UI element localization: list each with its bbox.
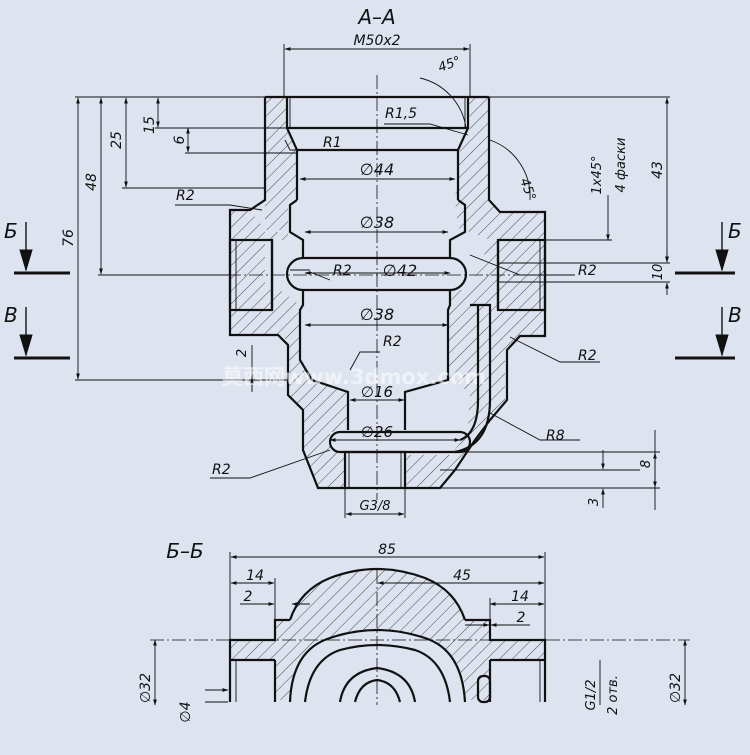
- dim-v48: 48: [84, 173, 100, 191]
- dim-r2-right-lower: R2: [578, 348, 597, 364]
- section-aa-hatch: [230, 97, 545, 488]
- section-bb-centerlines: [150, 570, 690, 705]
- dim-d38-upper: ∅38: [360, 213, 394, 232]
- dim-v6: 6: [172, 135, 188, 144]
- dim-bg12: G1/2: [584, 680, 599, 711]
- dim-v25: 25: [109, 131, 125, 149]
- dim-angle-45-side: 45°: [516, 176, 538, 203]
- section-aa-title: А–А: [356, 5, 395, 29]
- dim-v8: 8: [639, 460, 654, 468]
- dim-b45: 45: [453, 568, 471, 584]
- section-mark-v-right: В: [728, 303, 742, 327]
- dim-d44: ∅44: [360, 160, 394, 179]
- note-chamfer-count: 4 фаски: [614, 138, 629, 193]
- section-bb-title: Б–Б: [166, 539, 203, 563]
- section-aa-dimension-lines: [75, 44, 670, 518]
- dim-v43: 43: [650, 161, 666, 179]
- watermark: 莫西网www.3dmox.com: [221, 365, 486, 389]
- dim-d38-lower: ∅38: [360, 305, 394, 324]
- section-bb-thread-lines: [235, 660, 541, 702]
- dim-d26: ∅26: [361, 423, 393, 441]
- dim-b85: 85: [378, 542, 396, 558]
- dim-r2-mid: R2: [333, 263, 352, 279]
- dim-v3: 3: [587, 498, 602, 506]
- section-aa-centerlines: [205, 75, 560, 500]
- dim-v10: 10: [651, 264, 666, 281]
- dim-b2-right: 2: [517, 610, 526, 626]
- section-mark-b-right: Б: [728, 219, 742, 243]
- dim-r2-center: R2: [383, 334, 402, 350]
- dim-d42: ∅42: [383, 261, 417, 280]
- dim-d16: ∅16: [361, 383, 393, 401]
- dim-angle-45-top: 45°: [436, 54, 463, 76]
- section-aa-view: А–А М50x2 45° 45° R1,5 R1 ∅44 ∅38 ∅42 ∅3…: [4, 5, 742, 518]
- dim-bd32-left: ∅32: [138, 673, 154, 703]
- dim-r2-right: R2: [578, 263, 597, 279]
- dim-v76: 76: [61, 229, 77, 247]
- dim-r2-left: R2: [176, 188, 195, 204]
- dim-bd32-right: ∅32: [668, 673, 684, 703]
- dim-g38: G3/8: [360, 499, 391, 514]
- dim-b14-right: 14: [511, 589, 529, 605]
- dim-r2-bottom: R2: [212, 462, 231, 478]
- section-bb-hatch: [230, 569, 545, 700]
- dim-r15: R1,5: [385, 106, 417, 122]
- dim-r1: R1: [323, 135, 342, 151]
- section-bb-dimension-lines: [153, 552, 687, 706]
- dim-b2-left: 2: [244, 589, 253, 605]
- section-markers: [14, 222, 735, 360]
- section-mark-v-left: В: [4, 303, 18, 327]
- dim-v2: 2: [235, 349, 250, 357]
- dim-r8: R8: [546, 428, 565, 444]
- dim-v15: 15: [142, 116, 158, 134]
- note-chamfer-size: 1x45°: [590, 155, 605, 194]
- dim-thread-m50: М50x2: [353, 33, 400, 49]
- section-mark-b-left: Б: [4, 219, 18, 243]
- dim-b2otv: 2 отв.: [606, 675, 621, 715]
- dim-bd4: ∅4: [178, 701, 194, 722]
- dim-b14-left: 14: [246, 568, 264, 584]
- section-bb-view: Б–Б 85 14 2 45 14 2 ∅32 ∅4 G1/2 2 отв. ∅…: [138, 539, 690, 723]
